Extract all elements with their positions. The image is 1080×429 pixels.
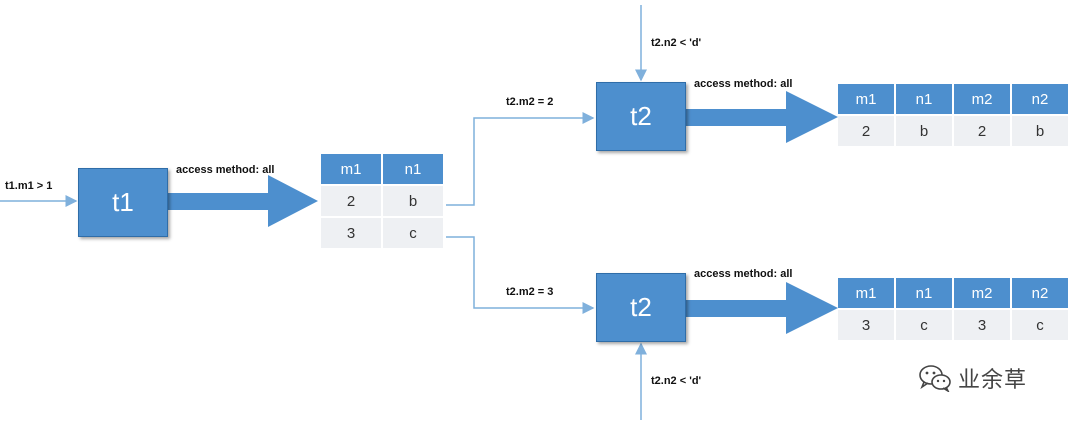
table-cell: 2 <box>954 114 1010 146</box>
t1-filter-label: t1.m1 > 1 <box>5 180 53 192</box>
table-cell: b <box>383 184 443 216</box>
table-cell: c <box>383 216 443 248</box>
column-header: m1 <box>838 84 894 114</box>
t2-bottom-join-label: t2.m2 = 3 <box>506 286 554 298</box>
t2-bottom-filter-label: t2.n2 < 'd' <box>651 375 702 387</box>
table-cell: 3 <box>321 216 381 248</box>
table-cell: 2 <box>838 114 894 146</box>
t1-output-arrow <box>168 175 318 227</box>
column-header: n2 <box>1012 84 1068 114</box>
table-row: 3 c 3 c <box>838 308 1068 340</box>
t2-bottom-table-node: t2 <box>596 273 686 342</box>
t2-top-table-node: t2 <box>596 82 686 151</box>
watermark: 业余草 <box>918 362 1027 394</box>
t2-top-access-label: access method: all <box>694 78 793 90</box>
table-cell: c <box>896 308 952 340</box>
t1-access-label: access method: all <box>176 164 275 176</box>
table-cell: 3 <box>954 308 1010 340</box>
column-header: m1 <box>321 154 381 184</box>
row-3-to-t2-bottom-connector <box>446 236 595 314</box>
t1-result-table: m1 n1 2 b 3 c <box>319 154 445 248</box>
t2-bottom-result-table: m1 n1 m2 n2 3 c 3 c <box>836 278 1070 340</box>
column-header: n1 <box>383 154 443 184</box>
table-cell: 2 <box>321 184 381 216</box>
t2-top-result-table: m1 n1 m2 n2 2 b 2 b <box>836 84 1070 146</box>
table-row: 3 c <box>321 216 443 248</box>
t2-top-join-label: t2.m2 = 2 <box>506 96 554 108</box>
t2-top-filter-label: t2.n2 < 'd' <box>651 37 702 49</box>
wechat-icon <box>919 365 951 392</box>
column-header: n2 <box>1012 278 1068 308</box>
table-cell: c <box>1012 308 1068 340</box>
table-cell: 3 <box>838 308 894 340</box>
t2-bottom-access-label: access method: all <box>694 268 793 280</box>
table-cell: b <box>1012 114 1068 146</box>
table-row: 2 b 2 b <box>838 114 1068 146</box>
t2-bottom-output-arrow <box>686 282 838 334</box>
t2-top-output-arrow <box>686 91 838 143</box>
watermark-text: 业余草 <box>958 367 1028 392</box>
column-header: n1 <box>896 84 952 114</box>
row-2-to-t2-top-connector <box>446 112 595 206</box>
column-header: m2 <box>954 84 1010 114</box>
table-cell: b <box>896 114 952 146</box>
table-row: 2 b <box>321 184 443 216</box>
column-header: m1 <box>838 278 894 308</box>
column-header: m2 <box>954 278 1010 308</box>
t1-table-node: t1 <box>78 168 168 237</box>
column-header: n1 <box>896 278 952 308</box>
